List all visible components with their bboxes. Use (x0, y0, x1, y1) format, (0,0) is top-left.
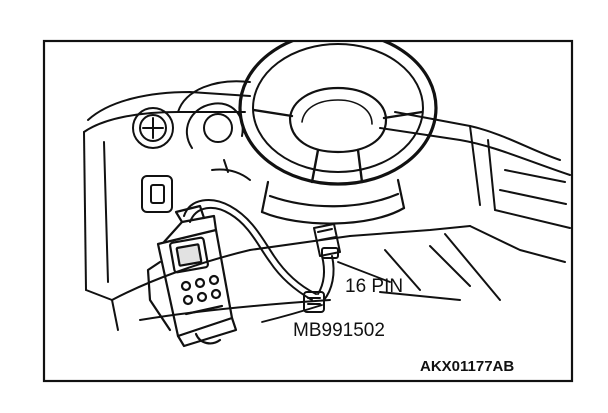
steering-wheel (238, 42, 438, 186)
adapter-plug (303, 291, 325, 313)
figure-code: AKX01177AB (420, 358, 514, 375)
tool-label: MB991502 (293, 320, 385, 341)
dash-switch-panel (141, 175, 173, 213)
dashboard-outline (83, 91, 571, 301)
left-air-vent (132, 107, 174, 149)
connector-label: 16 PIN (345, 276, 403, 297)
16-pin-connector (313, 223, 341, 259)
callout-leaders (261, 261, 391, 323)
handheld-tester (146, 204, 238, 348)
